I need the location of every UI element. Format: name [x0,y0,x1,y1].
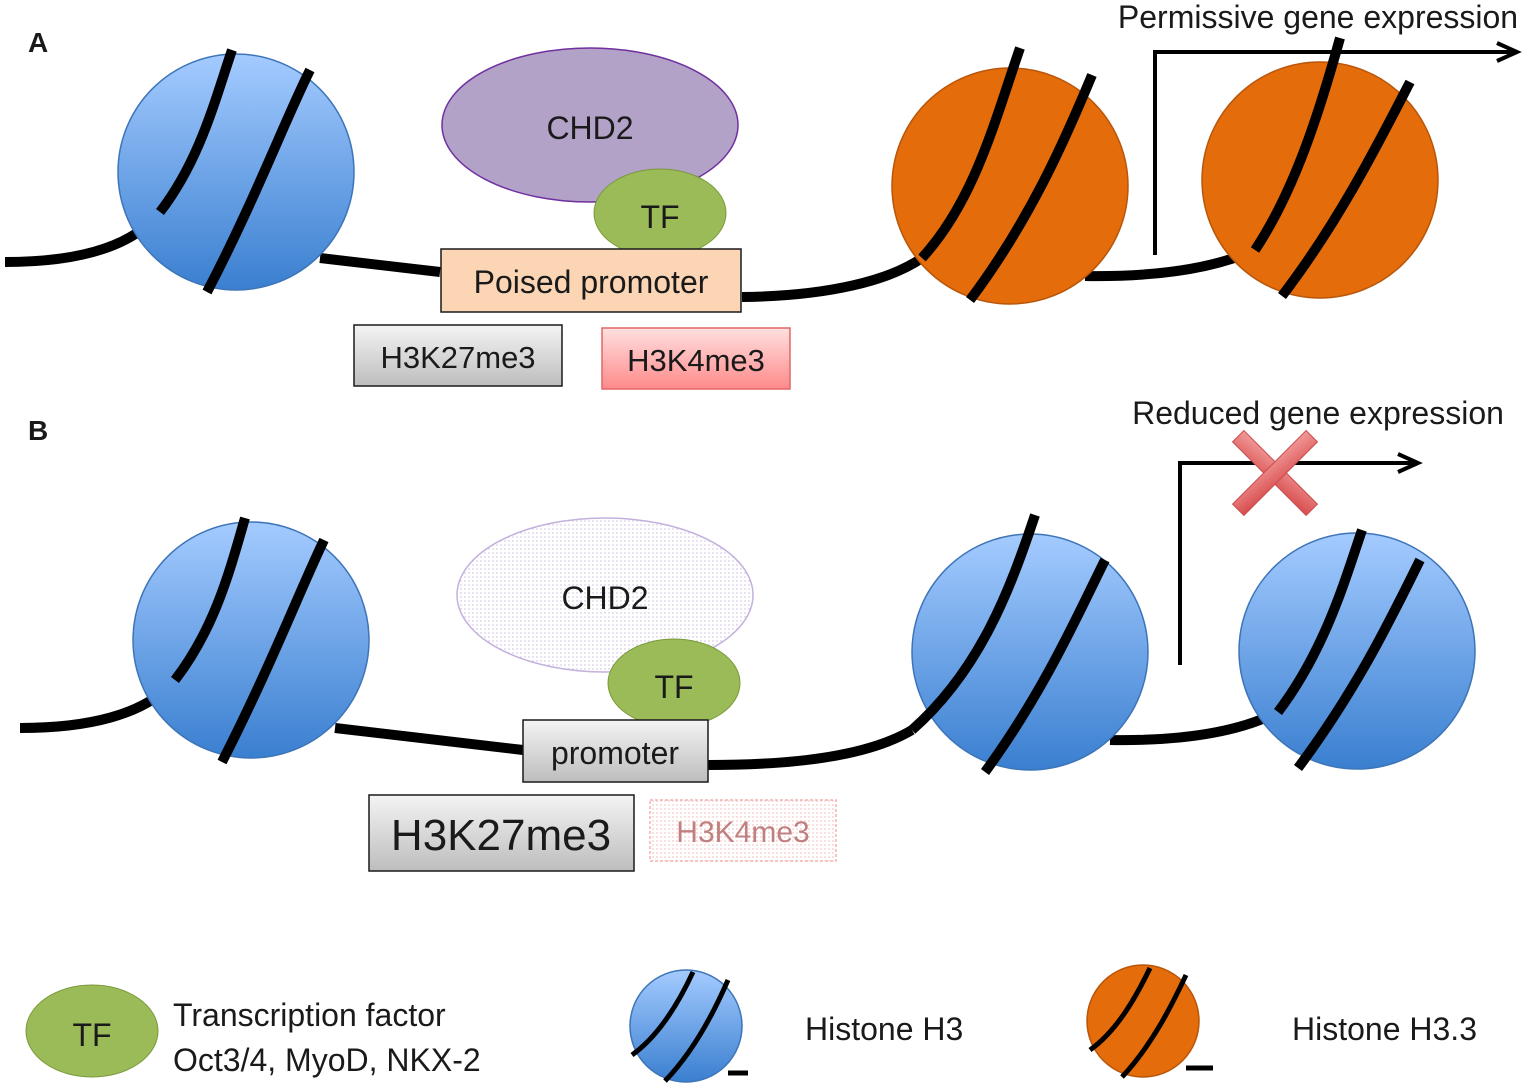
chd2-label: CHD2 [546,110,633,146]
nucleosome-histone-h3 [117,48,355,295]
mark-h3k4me3-label: H3K4me3 [676,816,809,849]
mark-h3k27me3-label: H3K27me3 [380,340,535,375]
legend: TF Transcription factor Oct3/4, MyoD, NK… [25,964,1477,1083]
dna-strand [319,253,441,277]
mark-h3k4me3-reduced: H3K4me3 [649,799,837,862]
tf-label: TF [640,199,679,235]
poised-promoter: Poised promoter [440,248,742,313]
mark-h3k27me3-increased: H3K27me3 [368,794,635,872]
nucleosome-histone-h33 [1201,36,1439,300]
promoter-label: Poised promoter [474,264,709,300]
panel-b-label: B [28,415,48,446]
transcription-factor: TF [607,638,741,728]
panel-a-label: A [28,27,48,58]
dna-strand [707,725,915,770]
tf-label: TF [654,669,693,705]
mark-h3k4me3: H3K4me3 [601,327,791,390]
chd2-label: CHD2 [561,580,648,616]
mark-h3k27me3: H3K27me3 [353,324,563,387]
mark-h3k4me3-label: H3K4me3 [627,343,765,378]
legend-tf-badge: TF [72,1017,111,1053]
transcription-start-arrow [1178,452,1423,665]
panel-a: A CHD2 TF Poised promoter [4,0,1522,390]
expression-label-a: Permissive gene expression [1118,0,1518,35]
chd2-remodeler: CHD2 [441,47,739,203]
nucleosome-histone-h3 [132,516,370,765]
transcription-start-arrow [1153,41,1522,255]
legend-tf: TF Transcription factor Oct3/4, MyoD, NK… [25,984,481,1078]
dna-strand [1109,707,1281,746]
legend-h33-label: Histone H3.3 [1292,1011,1477,1047]
legend-tf-title: Transcription factor [173,997,446,1033]
inhibition-cross-icon [1231,429,1319,517]
legend-tf-examples: Oct3/4, MyoD, NKX-2 [173,1042,481,1078]
expression-label-b: Reduced gene expression [1132,395,1504,431]
dna-strand [741,253,925,302]
promoter: promoter [522,719,709,783]
legend-h3-label: Histone H3 [805,1011,963,1047]
promoter-label: promoter [551,735,679,771]
nucleosome-histone-h3 [908,513,1149,775]
nucleosome-histone-h33 [891,46,1129,305]
mark-h3k27me3-label: H3K27me3 [391,811,611,860]
legend-histone-h3: Histone H3 [629,969,963,1083]
chd2-remodeler-reduced: CHD2 [456,517,754,673]
nucleosome-histone-h3 [1238,528,1476,771]
transcription-factor: TF [593,168,727,258]
legend-histone-h33: Histone H3.3 [1086,964,1477,1079]
dna-strand [334,723,524,755]
panel-b: B CHD2 TF promoter H3K27me [19,395,1504,872]
